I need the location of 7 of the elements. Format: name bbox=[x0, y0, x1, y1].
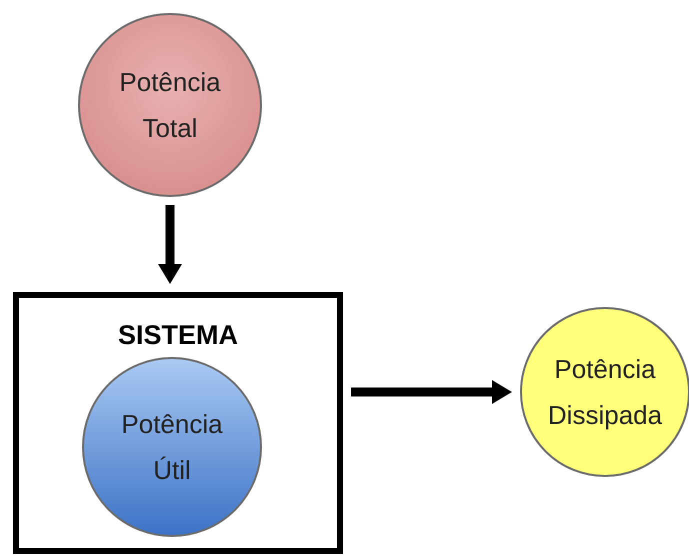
node-label: Potência Total bbox=[118, 66, 222, 145]
group-title: SISTEMA bbox=[116, 320, 239, 351]
arrow bbox=[158, 205, 182, 284]
system-box bbox=[13, 292, 343, 554]
arrow bbox=[351, 380, 512, 404]
node-label: Potência Dissipada bbox=[546, 353, 664, 432]
node-label: Potência Útil bbox=[120, 408, 224, 487]
